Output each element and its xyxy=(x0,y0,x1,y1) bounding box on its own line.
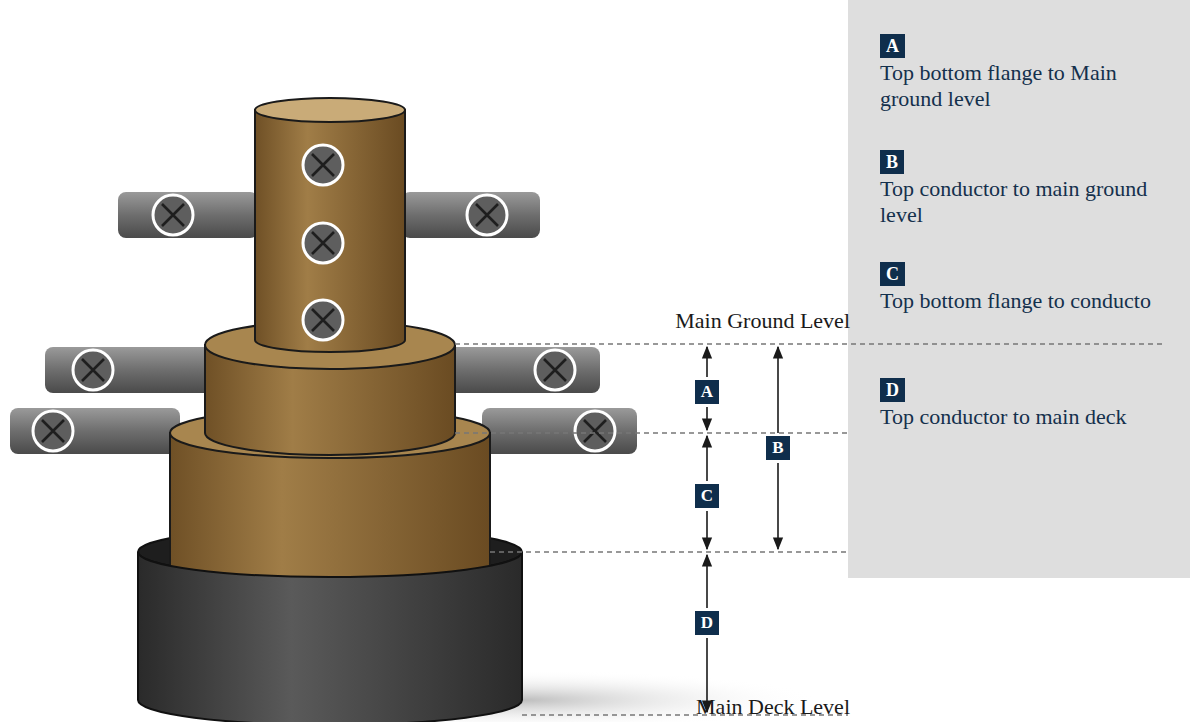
dimension-letter: B xyxy=(772,438,783,457)
legend-entry: ATop bottom flange to Main ground level xyxy=(880,34,1180,112)
dimension-letter-box: D xyxy=(695,611,719,635)
legend-entry: CTop bottom flange to conducto xyxy=(880,262,1180,314)
valve-symbol xyxy=(33,145,615,451)
legend-letter: D xyxy=(880,378,905,402)
legend-letter: A xyxy=(880,34,905,58)
legend-letter: C xyxy=(880,262,905,286)
dimension-letter: C xyxy=(701,486,713,505)
conductor xyxy=(138,552,522,722)
legend-description: Top bottom flange to conducto xyxy=(880,288,1180,314)
dimension-letter-box: A xyxy=(695,380,719,404)
legend-description: Top bottom flange to Main ground level xyxy=(880,60,1180,112)
legend-entry: DTop conductor to main deck xyxy=(880,378,1180,430)
level-label: Main Deck Level xyxy=(560,695,850,719)
legend-description: Top conductor to main ground level xyxy=(880,176,1180,228)
dimension-letter-box: B xyxy=(766,436,790,460)
dimension-letter-box: C xyxy=(695,484,719,508)
legend-description: Top conductor to main deck xyxy=(880,404,1180,430)
level-line xyxy=(455,344,1165,715)
dimension-letter: A xyxy=(701,382,713,401)
dimension-letter: D xyxy=(701,613,713,632)
legend-panel xyxy=(848,0,1190,578)
level-label: Main Ground Level xyxy=(560,309,850,333)
legend-letter: B xyxy=(880,150,904,174)
top-spool xyxy=(255,98,405,352)
legend-entry: BTop conductor to main ground level xyxy=(880,150,1180,228)
